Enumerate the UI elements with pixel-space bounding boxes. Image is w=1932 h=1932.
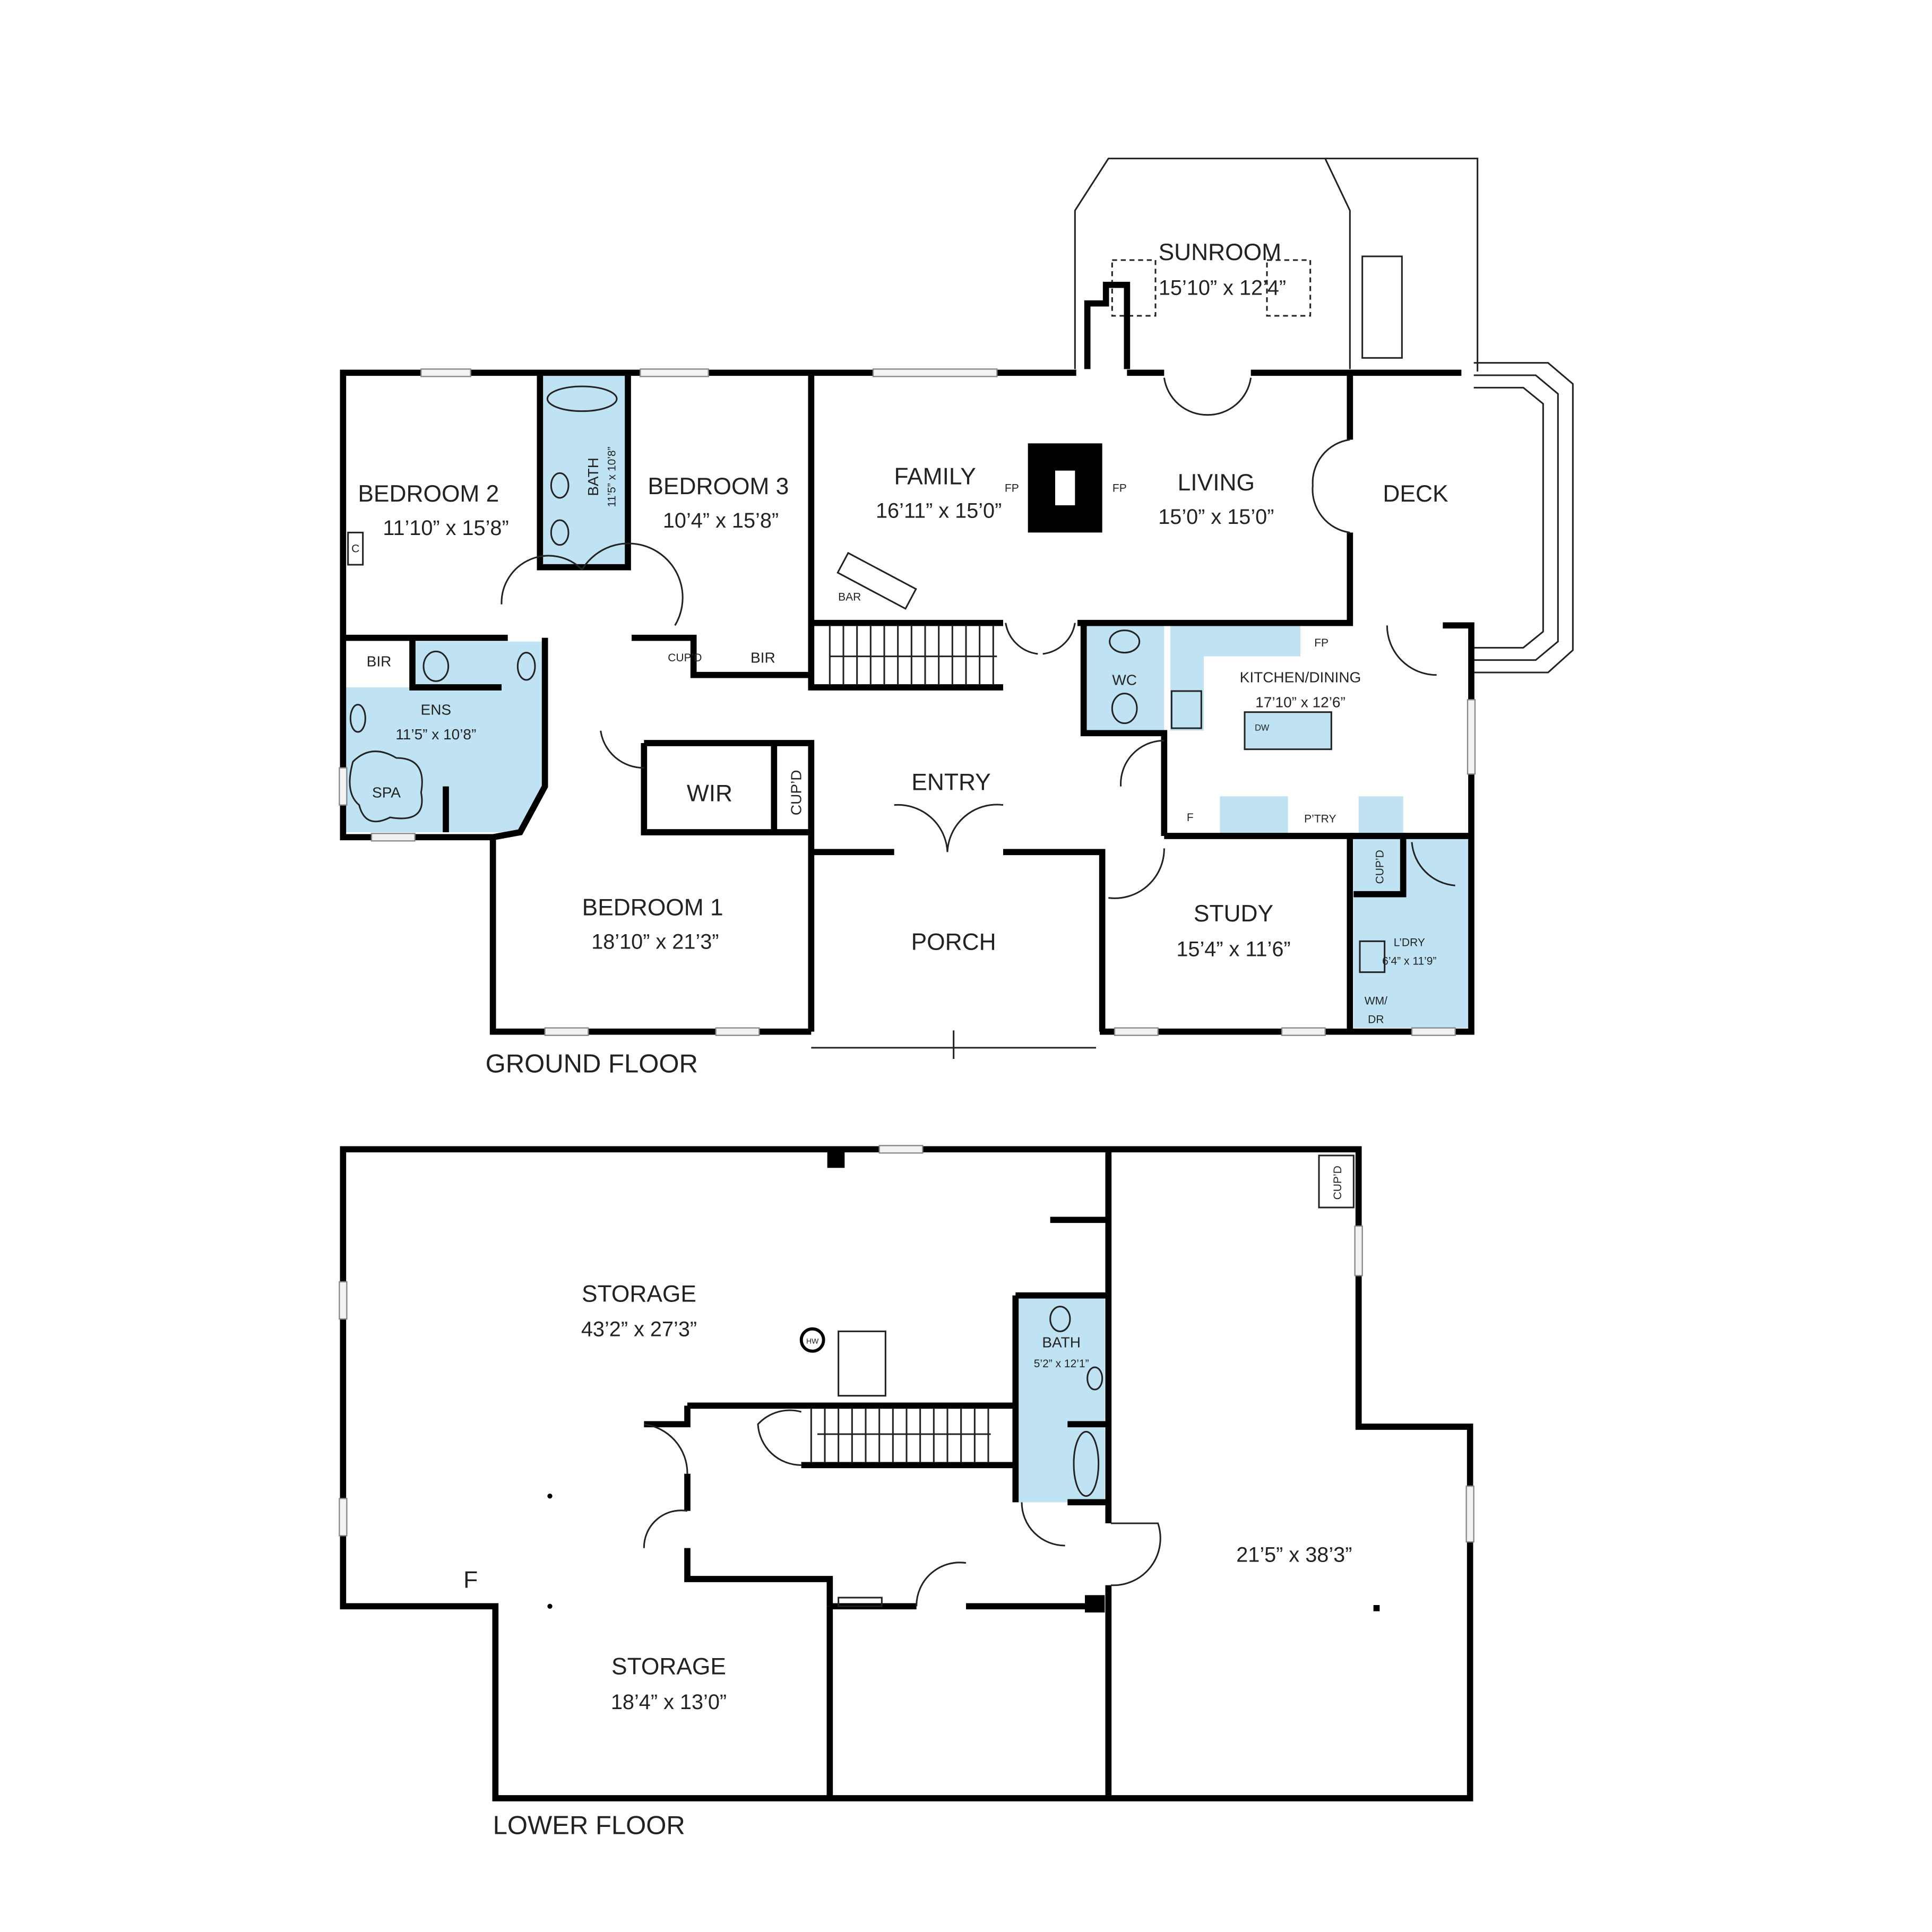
lower-floor: HW STORAGE 43’2” x 27’3” BATH 5’2” x 12’…	[339, 1145, 1474, 1840]
lower-doors	[643, 1154, 1355, 1607]
washer-label: WM/	[1365, 995, 1387, 1007]
living-size: 15’0” x 15’0”	[1158, 505, 1274, 529]
hot-water-label: HW	[806, 1337, 819, 1346]
lower-bath-area	[1018, 1298, 1105, 1503]
sunroom-label: SUNROOM	[1159, 239, 1281, 265]
family-label: FAMILY	[894, 463, 976, 489]
storage1-size: 43’2” x 27’3”	[581, 1318, 697, 1341]
deck-stairs	[1473, 362, 1574, 674]
fireplace	[1028, 443, 1102, 533]
windows	[339, 368, 1476, 1036]
bir-label-2: BIR	[751, 649, 775, 666]
closet-label: C	[351, 543, 359, 555]
bedroom3-label: BEDROOM 3	[648, 473, 789, 499]
lower-bath-size: 5’2” x 12’1”	[1034, 1358, 1089, 1370]
room-size: 21’5” x 38’3”	[1236, 1543, 1352, 1566]
dryer-label: DR	[1368, 1013, 1384, 1025]
bir-label-1: BIR	[367, 653, 392, 669]
storage2-label: STORAGE	[611, 1654, 726, 1680]
wir-label: WIR	[687, 781, 732, 807]
laundry-size: 6’4” x 11’9”	[1382, 955, 1436, 968]
bedroom2-label: BEDROOM 2	[358, 481, 499, 507]
kitchen-label: KITCHEN/DINING	[1240, 669, 1361, 686]
lower-staircase	[757, 1408, 991, 1466]
ground-floor-title: GROUND FLOOR	[486, 1050, 698, 1079]
ensuite-label: ENS	[421, 701, 452, 718]
lower-fridge-label: F	[463, 1567, 478, 1593]
lower-walls	[340, 1146, 1473, 1801]
hot-water-icon	[799, 1327, 825, 1353]
deck-label: DECK	[1383, 481, 1448, 507]
bar-counter	[836, 551, 917, 610]
bedroom3-size: 10’4” x 15’8”	[663, 509, 779, 532]
cupd-label-2: CUP’D	[788, 770, 805, 816]
pantry-label: P’TRY	[1304, 813, 1336, 825]
laundry-label: L’DRY	[1394, 937, 1425, 949]
bath-size: 11’5” x 10’8”	[606, 446, 618, 507]
storage1-label: STORAGE	[582, 1281, 696, 1307]
sunroom-size: 15’10” x 12’4”	[1159, 276, 1286, 299]
wc-label: WC	[1112, 671, 1137, 688]
cupd-label-3: CUP’D	[1374, 850, 1386, 884]
porch-label: PORCH	[911, 929, 996, 955]
ground-floor: SUNROOM 15’10” x 12’4” BEDROOM 2 11’10” …	[339, 158, 1574, 1079]
post-marker	[547, 1494, 553, 1499]
staircase	[829, 625, 997, 685]
post-marker	[1373, 1605, 1380, 1611]
fp-label-1: FP	[1005, 482, 1019, 494]
dishwasher-label: DW	[1255, 723, 1270, 733]
post-marker	[547, 1603, 553, 1609]
storage2-size: 18’4” x 13’0”	[611, 1690, 727, 1714]
fridge-label: F	[1187, 812, 1194, 824]
spa-label: SPA	[372, 784, 401, 801]
closet	[347, 531, 364, 566]
bath-label: BATH	[585, 458, 601, 496]
bar-label: BAR	[838, 591, 861, 603]
doors	[501, 377, 1455, 899]
lower-bath-label: BATH	[1042, 1334, 1081, 1351]
fp-label-3: FP	[1314, 637, 1329, 649]
bedroom2-size: 11’10” x 15’8”	[383, 516, 508, 540]
lower-floor-title: LOWER FLOOR	[493, 1812, 685, 1840]
bath-fixtures	[349, 385, 1386, 973]
living-label: LIVING	[1178, 470, 1255, 496]
study-size: 15’4” x 11’6”	[1176, 937, 1290, 961]
family-size: 16’11” x 15’0”	[876, 499, 1002, 522]
ensuite-size: 11’5” x 10’8”	[395, 726, 476, 743]
bedroom1-size: 18’10” x 21’3”	[591, 930, 719, 953]
entry-label: ENTRY	[911, 770, 990, 796]
kitchen-size: 17’10” x 12’6”	[1255, 694, 1346, 710]
cupd-label-1: CUP’D	[668, 652, 702, 664]
study-label: STUDY	[1194, 901, 1273, 927]
bedroom1-label: BEDROOM 1	[582, 894, 723, 920]
lower-cupd-label: CUP’D	[1332, 1166, 1344, 1200]
fp-label-2: FP	[1112, 482, 1127, 494]
lower-windows	[339, 1145, 1474, 1543]
sunroom-outline	[1074, 158, 1479, 372]
